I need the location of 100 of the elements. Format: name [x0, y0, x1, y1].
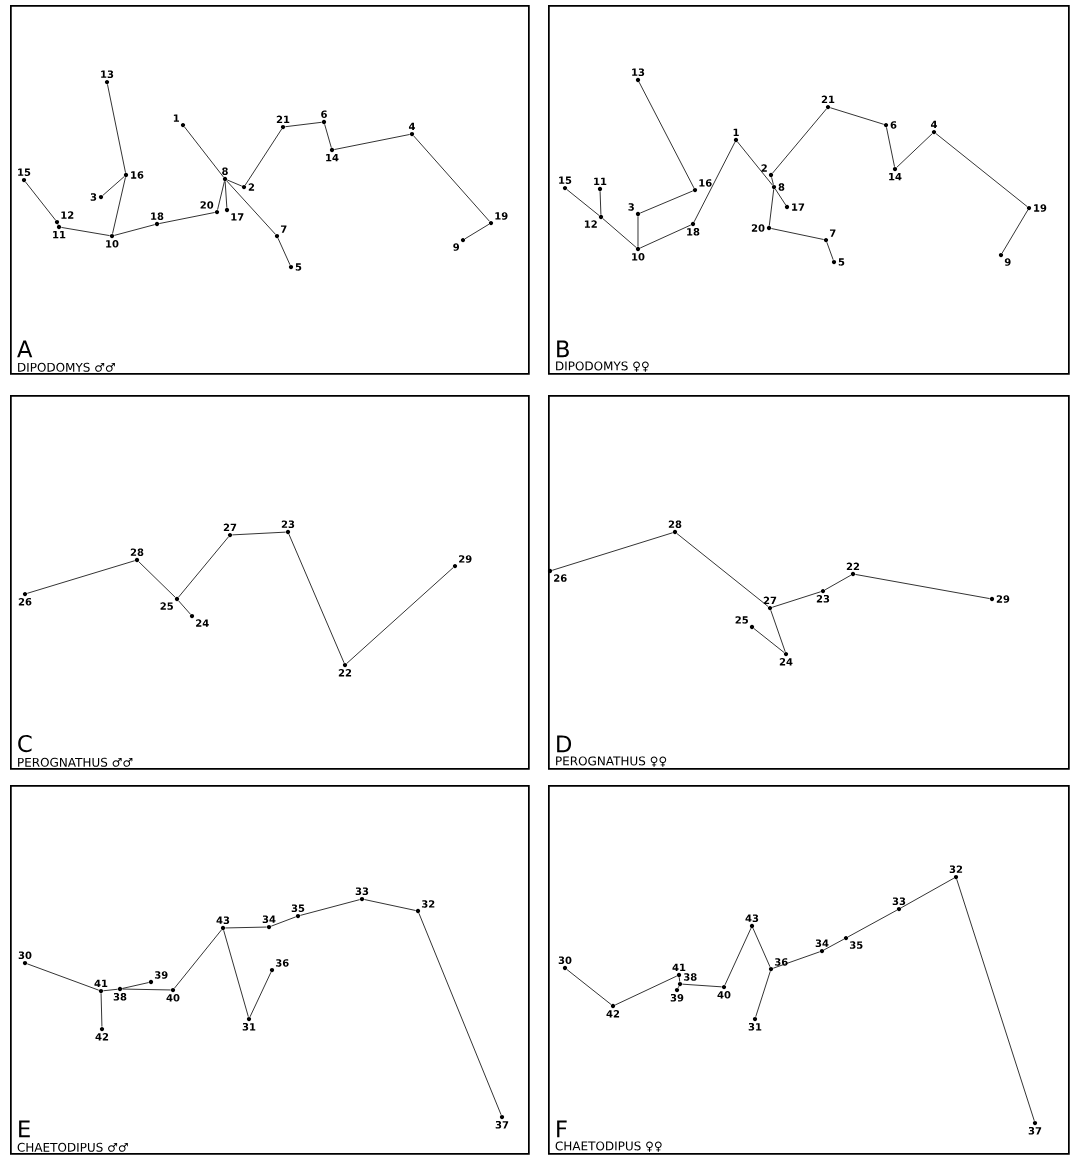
data-point: 42: [95, 1026, 109, 1041]
node-label: 7: [280, 225, 287, 233]
data-point: 15: [559, 176, 572, 191]
node-label: 30: [558, 956, 572, 965]
node-label: 18: [687, 228, 700, 236]
tree-line: [854, 574, 991, 599]
tree-line: [771, 176, 774, 186]
node-label: 10: [106, 240, 119, 248]
node-label: 9: [1004, 258, 1011, 266]
tree-line: [566, 969, 612, 1005]
data-point: 38: [677, 973, 697, 987]
tree-line: [1001, 209, 1029, 254]
data-point: 9: [453, 237, 466, 251]
tree-line: [277, 237, 291, 266]
node-label: 27: [223, 523, 237, 532]
tree-line: [299, 899, 361, 916]
node-label: 34: [262, 915, 276, 924]
tree-line: [774, 188, 787, 206]
node-label: 27: [763, 596, 777, 605]
tree-line: [755, 970, 771, 1018]
tree-line: [100, 993, 103, 1027]
node-label: 6: [890, 121, 897, 129]
data-point: 38: [113, 986, 127, 1001]
tree-line: [551, 532, 674, 571]
tree-line: [158, 212, 216, 224]
node-label: 20: [200, 201, 214, 209]
node-label: 22: [846, 562, 860, 571]
node-label: 29: [996, 595, 1010, 603]
data-point: 6: [321, 110, 327, 125]
data-point: 8: [222, 167, 228, 182]
tree-line: [138, 561, 176, 598]
node-label: 33: [355, 887, 369, 896]
node-label: 26: [18, 598, 32, 606]
node-label: 1: [173, 114, 180, 122]
data-point: 3: [90, 193, 104, 201]
node-label: 41: [94, 979, 108, 988]
data-point: 12: [584, 214, 604, 228]
data-point: 34: [262, 915, 276, 930]
tree-line: [772, 951, 821, 969]
node-label: 40: [717, 991, 731, 999]
node-label: 40: [166, 994, 180, 1002]
tree-line: [232, 531, 286, 536]
tree-line: [102, 988, 118, 992]
tree-line: [333, 134, 411, 150]
tree-line: [418, 912, 502, 1116]
tree-line: [771, 591, 822, 608]
node-label: 17: [231, 213, 244, 221]
tree-line: [770, 228, 825, 240]
data-point: 7: [274, 225, 287, 239]
tree-line: [184, 126, 224, 178]
node-label: 25: [735, 616, 748, 624]
tree-line: [823, 938, 845, 951]
node-label: 34: [815, 939, 829, 948]
data-point: 22: [846, 562, 860, 577]
node-label: 39: [154, 971, 168, 979]
data-point: 27: [763, 596, 777, 611]
data-point: 32: [949, 865, 963, 880]
data-point: 7: [823, 229, 836, 243]
tree-line: [826, 241, 834, 261]
node-label: 37: [495, 1121, 509, 1129]
tree-line: [678, 977, 681, 982]
tree-line: [464, 223, 490, 240]
data-point: 18: [151, 212, 164, 227]
tree-line: [174, 929, 222, 989]
tree-line: [639, 190, 694, 214]
node-label: 43: [216, 916, 230, 925]
tree-line: [847, 909, 898, 938]
node-label: 21: [276, 115, 290, 124]
tree-line: [682, 983, 722, 988]
tree-line: [638, 81, 695, 189]
tree-line: [178, 600, 191, 615]
data-point: 28: [130, 548, 144, 563]
data-point: 14: [889, 166, 902, 181]
node-label: 9: [453, 243, 460, 251]
tree-line: [57, 223, 59, 226]
tree-line: [614, 975, 678, 1006]
tree-line: [178, 536, 229, 598]
data-point: 34: [815, 939, 829, 954]
data-point: 20: [200, 201, 220, 215]
tree-line: [599, 191, 602, 215]
data-point: 39: [670, 987, 684, 1002]
data-point: 28: [668, 520, 682, 535]
data-point: 31: [748, 1016, 762, 1031]
node-label: 19: [1034, 204, 1047, 212]
node-label: 38: [683, 973, 697, 981]
node-label: 37: [1028, 1127, 1042, 1135]
data-point: 10: [106, 233, 119, 248]
data-point: 9: [998, 252, 1011, 266]
data-point: 3: [628, 203, 641, 217]
data-point: 26: [547, 568, 567, 582]
data-point: 43: [745, 914, 759, 929]
node-label: 41: [672, 963, 686, 972]
data-point: 23: [816, 588, 830, 603]
data-point: 11: [53, 224, 66, 239]
tree-line: [772, 108, 827, 174]
node-label: 12: [584, 220, 597, 228]
tree-line: [602, 218, 637, 248]
tree-line: [217, 180, 225, 211]
data-point: 30: [558, 956, 572, 971]
data-point: 33: [355, 887, 369, 902]
